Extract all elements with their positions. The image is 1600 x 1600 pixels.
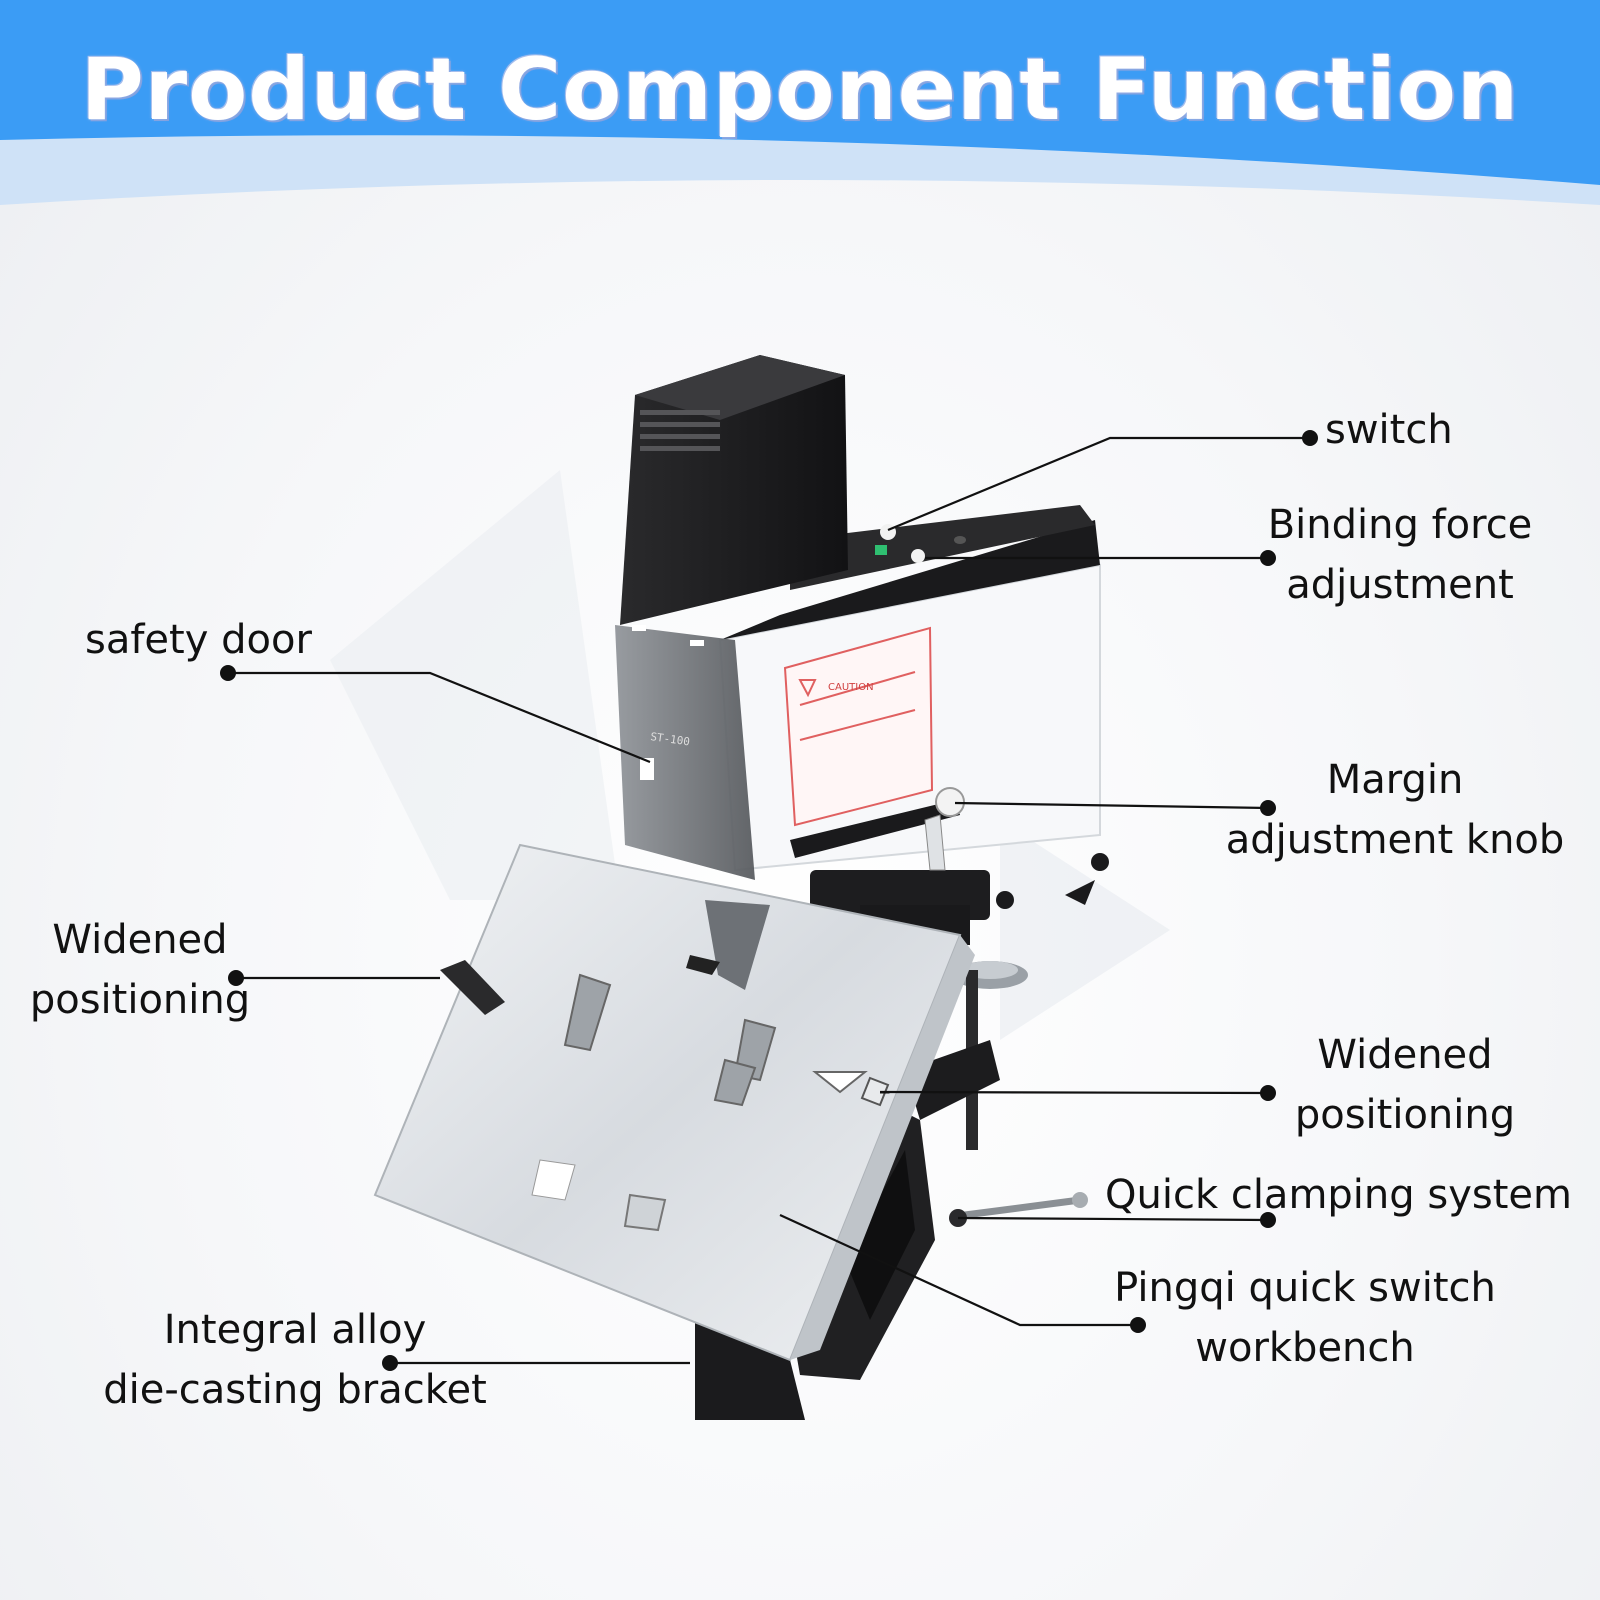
label-quick-clamping: Quick clamping system xyxy=(1105,1172,1572,1218)
motor-housing xyxy=(620,355,925,625)
safety-door: ST-100 xyxy=(615,625,755,880)
label-margin-knob-line1: Margin xyxy=(1326,757,1464,803)
label-safety-door: safety door xyxy=(85,617,312,663)
label-switch: switch xyxy=(1325,407,1453,453)
background-facets xyxy=(330,470,1170,1040)
stapler-body: CAUTION xyxy=(718,505,1109,945)
label-pingqi-line2: workbench xyxy=(1195,1325,1415,1371)
label-bracket: Integral alloy die-casting bracket xyxy=(85,1300,505,1420)
header-banner xyxy=(0,0,1600,205)
label-pingqi-line1: Pingqi quick switch xyxy=(1114,1265,1496,1311)
label-bracket-line1: Integral alloy xyxy=(163,1307,427,1353)
label-widened-left: Widened positioning xyxy=(15,910,265,1030)
label-margin-knob-line2: adjustment knob xyxy=(1225,817,1565,863)
margin-knob-icon xyxy=(935,787,965,817)
label-binding-force-line1: Binding force xyxy=(1267,502,1533,548)
model-number: ST-100 xyxy=(650,730,691,748)
right-positioning-tab xyxy=(860,1076,890,1107)
clamp-system xyxy=(905,961,1088,1227)
label-binding-force: Binding force adjustment xyxy=(1240,495,1560,615)
callout-dots xyxy=(220,430,1318,1371)
label-pingqi: Pingqi quick switch workbench xyxy=(1095,1258,1515,1378)
callout-lines xyxy=(228,436,1310,1365)
vent-grille xyxy=(640,410,720,451)
label-widened-left-line2: positioning xyxy=(29,977,251,1023)
label-widened-right: Widened positioning xyxy=(1275,1025,1535,1145)
label-margin-knob: Margin adjustment knob xyxy=(1205,750,1585,870)
label-binding-force-line2: adjustment xyxy=(1286,562,1514,608)
label-widened-left-line1: Widened xyxy=(52,917,228,963)
label-widened-right-line2: positioning xyxy=(1294,1092,1516,1138)
page-title: Product Component Function xyxy=(80,40,1520,140)
label-bracket-line2: die-casting bracket xyxy=(103,1367,487,1413)
left-positioning-tab xyxy=(440,960,505,1015)
binding-force-dial-icon xyxy=(911,549,925,563)
switch-icon xyxy=(880,524,896,540)
caution-text: CAUTION xyxy=(828,682,874,693)
label-widened-right-line1: Widened xyxy=(1317,1032,1493,1078)
